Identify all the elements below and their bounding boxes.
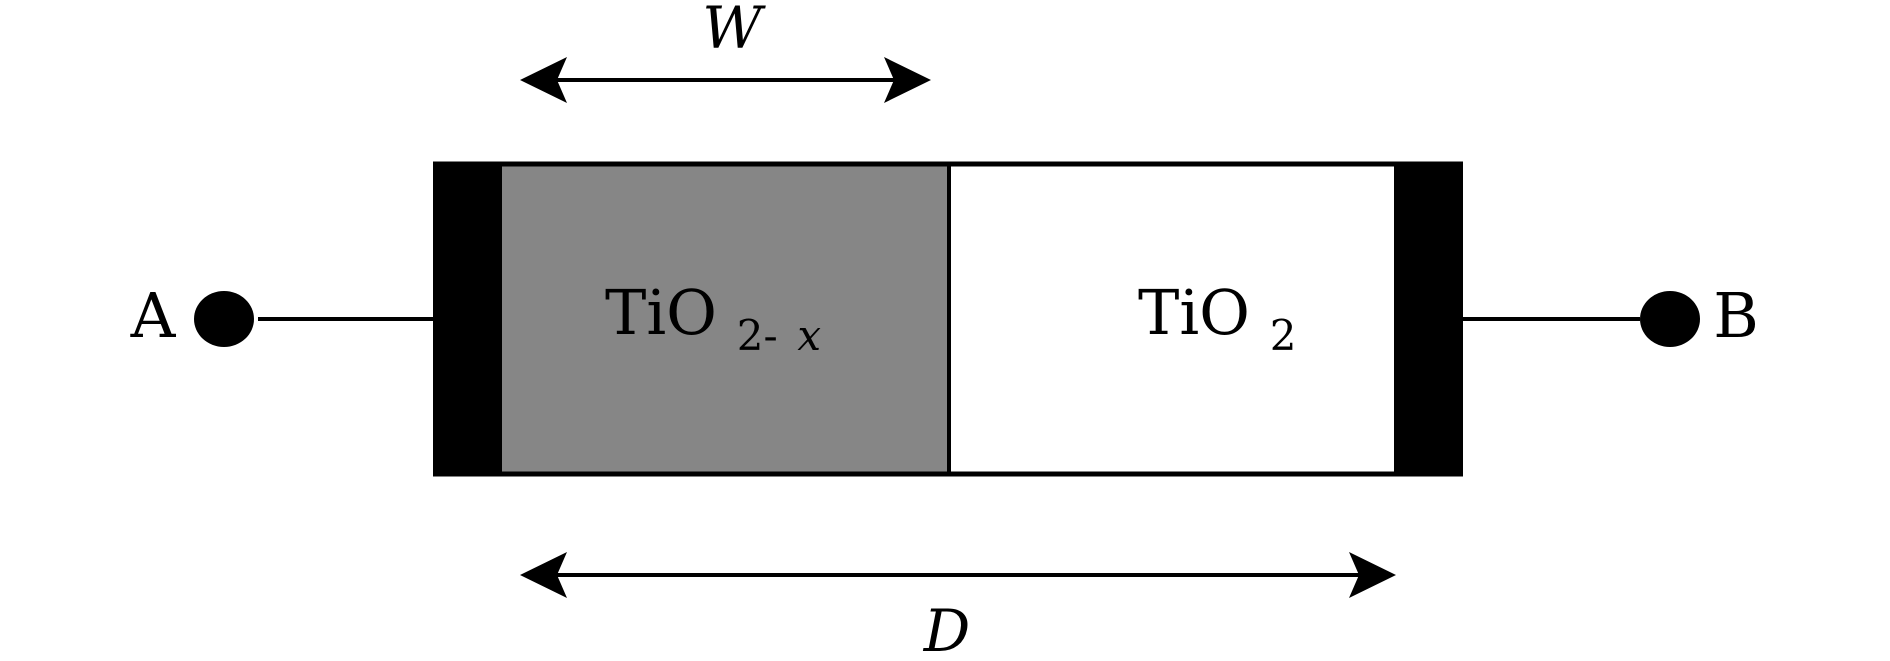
left-electrode	[433, 164, 502, 474]
undoped-region-label: TiO 2	[1138, 276, 1296, 360]
right-electrode	[1394, 164, 1463, 474]
doped-region	[502, 164, 949, 474]
terminal-a-label: A	[130, 279, 177, 352]
undoped-region-base: TiO	[1138, 276, 1250, 349]
terminal-b-node	[1640, 291, 1700, 347]
length-dimension-arrow	[520, 552, 1396, 598]
undoped-region-subscript: 2	[1270, 311, 1297, 360]
doped-region-base: TiO	[605, 276, 717, 349]
doped-region-subscript-number: 2-	[737, 311, 778, 360]
terminal-a-node	[194, 291, 254, 347]
terminal-a	[194, 291, 433, 347]
device-body	[433, 161, 1463, 477]
terminal-b	[1463, 291, 1700, 347]
width-dimension-arrow	[520, 57, 931, 103]
width-label: W	[702, 0, 766, 62]
length-label: D	[923, 597, 971, 661]
terminal-b-label: B	[1713, 279, 1759, 352]
undoped-region	[949, 164, 1394, 474]
doped-region-label: TiO 2- x	[605, 276, 821, 365]
doped-region-subscript-variable: x	[797, 311, 821, 360]
